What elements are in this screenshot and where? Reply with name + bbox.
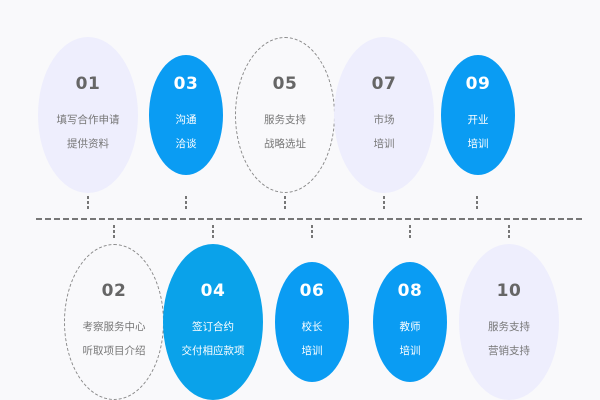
connector-06 bbox=[311, 225, 313, 238]
step-06: 06 校长 培训 bbox=[275, 262, 349, 382]
step-line-2: 战略选址 bbox=[264, 138, 306, 150]
step-number: 02 bbox=[101, 281, 127, 301]
step-number: 06 bbox=[299, 281, 325, 301]
step-line-2: 洽谈 bbox=[175, 138, 197, 150]
step-line-1: 签订合约 bbox=[192, 321, 234, 333]
step-03: 03 沟通 洽谈 bbox=[149, 55, 223, 175]
step-number: 09 bbox=[465, 74, 491, 94]
connector-02 bbox=[113, 225, 115, 238]
connector-03 bbox=[185, 196, 187, 209]
step-line-2: 培训 bbox=[399, 345, 421, 357]
step-line-1: 服务支持 bbox=[264, 114, 306, 126]
step-line-1: 考察服务中心 bbox=[82, 321, 146, 333]
step-line-1: 开业 bbox=[467, 114, 489, 126]
connector-09 bbox=[476, 196, 478, 209]
step-line-2: 培训 bbox=[467, 138, 489, 150]
connector-05 bbox=[284, 196, 286, 209]
step-line-2: 培训 bbox=[373, 138, 395, 150]
step-09: 09 开业 培训 bbox=[441, 55, 515, 175]
step-line-1: 服务支持 bbox=[488, 321, 530, 333]
step-line-1: 校长 bbox=[301, 321, 323, 333]
step-number: 04 bbox=[200, 281, 226, 301]
connector-01 bbox=[87, 196, 89, 209]
step-number: 03 bbox=[173, 74, 199, 94]
step-line-1: 沟通 bbox=[175, 114, 197, 126]
step-08: 08 教师 培训 bbox=[373, 262, 447, 382]
step-10: 10 服务支持 营销支持 bbox=[459, 244, 559, 400]
step-line-2: 交付相应款项 bbox=[181, 345, 245, 357]
step-04: 04 签订合约 交付相应款项 bbox=[163, 244, 263, 400]
step-line-1: 市场 bbox=[373, 114, 395, 126]
step-number: 08 bbox=[397, 281, 423, 301]
step-line-2: 听取项目介绍 bbox=[82, 345, 146, 357]
step-07: 07 市场 培训 bbox=[334, 37, 434, 193]
timeline-axis bbox=[36, 218, 582, 220]
step-line-2: 营销支持 bbox=[488, 345, 530, 357]
step-02: 02 考察服务中心 听取项目介绍 bbox=[64, 244, 164, 400]
connector-10 bbox=[508, 225, 510, 238]
step-number: 05 bbox=[272, 74, 298, 94]
step-number: 07 bbox=[371, 74, 397, 94]
step-01: 01 填写合作申请 提供资料 bbox=[38, 37, 138, 193]
step-05: 05 服务支持 战略选址 bbox=[235, 37, 335, 193]
connector-04 bbox=[212, 225, 214, 238]
step-line-2: 培训 bbox=[301, 345, 323, 357]
step-number: 01 bbox=[75, 74, 101, 94]
connector-07 bbox=[383, 196, 385, 209]
step-line-1: 教师 bbox=[399, 321, 421, 333]
connector-08 bbox=[409, 225, 411, 238]
step-number: 10 bbox=[496, 281, 522, 301]
step-line-1: 填写合作申请 bbox=[56, 114, 120, 126]
step-line-2: 提供资料 bbox=[67, 138, 109, 150]
